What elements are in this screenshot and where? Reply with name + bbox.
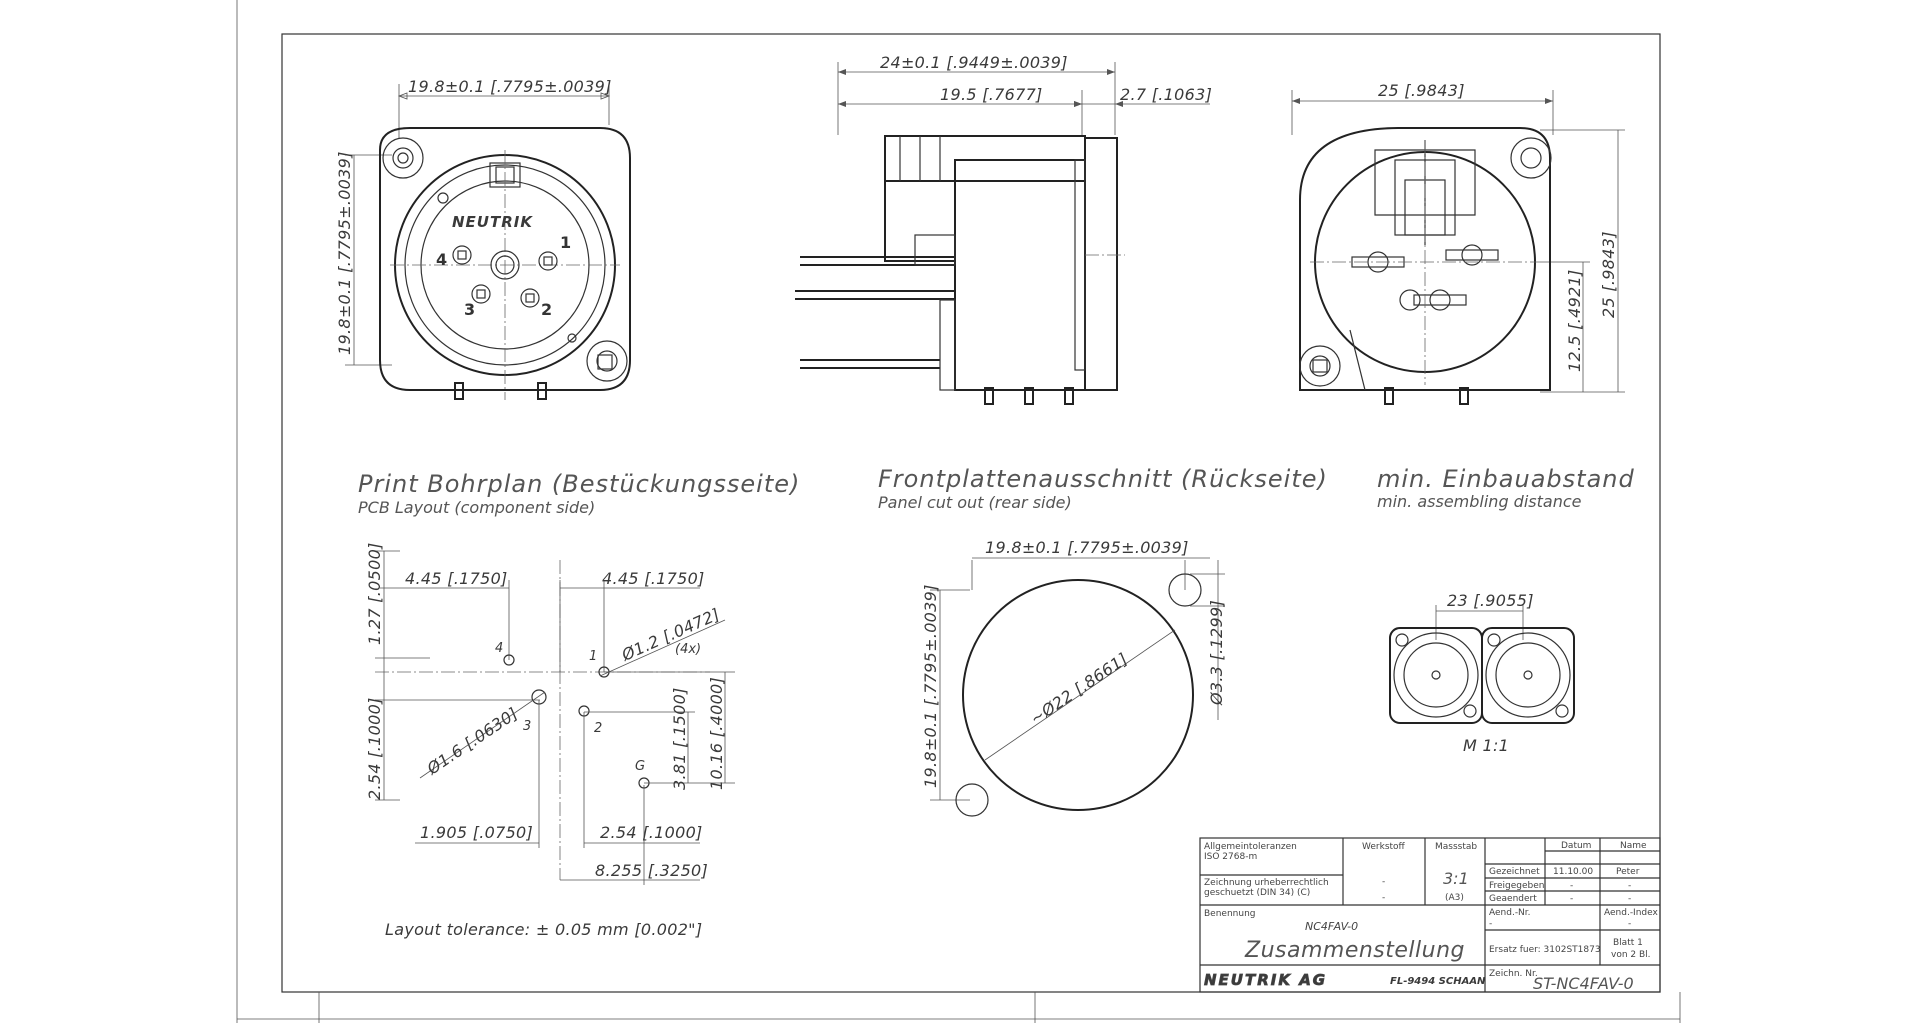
pin-label-1: 1 — [560, 233, 571, 252]
pcb-dim-d7: 10.16 [.4000] — [707, 677, 726, 790]
side-dim-body: 19.5 [.7677] — [940, 85, 1043, 104]
tb-row-name-1: Peter — [1616, 867, 1640, 877]
hole-label-2: 2 — [594, 721, 602, 736]
hole-label-g: G — [635, 759, 645, 774]
pcb-dim-d11: 8.255 [.3250] — [595, 861, 708, 880]
pin-label-3: 3 — [464, 300, 475, 319]
tb-row-label-1: Gezeichnet — [1489, 867, 1540, 877]
tb-designation-title: Zusammenstellung — [1244, 938, 1465, 963]
drawing-frame — [281, 33, 1661, 993]
tb-date-header: Datum — [1561, 841, 1591, 851]
pin-label-2: 2 — [541, 300, 552, 319]
side-view: 24±0.1 [.9449±.0039] 19.5 [.7677] 2.7 [.… — [795, 53, 1212, 405]
pcb-layout-view: 1.27 [.0500] 2.54 [.1000] 4.45 [.1750] 4… — [365, 542, 735, 939]
rear-dim-height: 25 [.9843] — [1599, 231, 1618, 318]
rear-view: 25 [.9843] 25 [.9843] 12.5 [.4921] — [1291, 81, 1625, 405]
tb-change-no-label: Aend.-Nr. — [1489, 908, 1531, 918]
side-dim-flange: 2.7 [.1063] — [1120, 85, 1212, 104]
pcb-dim-d3: 1.27 [.0500] — [365, 542, 384, 645]
min-distance-title: min. Einbauabstand — [1377, 465, 1635, 493]
hole-label-4: 4 — [495, 641, 503, 656]
tb-copyright-1: Zeichnung urheberrechtlich — [1204, 878, 1329, 888]
front-dim-height: 19.8±0.1 [.7795±.0039] — [335, 151, 354, 355]
tb-name-header: Name — [1620, 841, 1647, 851]
pin-label-4: 4 — [436, 250, 447, 269]
tb-row-label-2: Freigegeben — [1489, 881, 1545, 891]
tb-designation-value: NC4FAV-0 — [1305, 920, 1358, 933]
tb-scale-format: (A3) — [1445, 893, 1464, 903]
tb-row-name-2: - — [1628, 881, 1631, 891]
tb-designation-label: Benennung — [1204, 909, 1255, 919]
pcb-layout-title: Print Bohrplan (Bestückungsseite) — [358, 470, 800, 498]
tb-row-date-3: - — [1570, 894, 1573, 904]
side-dim-total: 24±0.1 [.9449±.0039] — [880, 53, 1068, 72]
tb-row-label-3: Geaendert — [1489, 894, 1537, 904]
panel-cutout-title: Frontplattenausschnitt (Rückseite) — [878, 465, 1328, 493]
tb-change-no-value: - — [1489, 919, 1492, 929]
tb-tolerances-value: ISO 2768-m — [1204, 852, 1257, 862]
rear-dim-width: 25 [.9843] — [1378, 81, 1465, 100]
front-dim-width: 19.8±0.1 [.7795±.0039] — [408, 77, 612, 96]
cutout-dim-diameter: ~Ø22 [.8661] — [1027, 649, 1132, 728]
min-distance-subtitle: min. assembling distance — [1377, 492, 1582, 511]
pcb-dim-d8: 3.81 [.1500] — [670, 687, 689, 790]
tb-row-date-2: - — [1570, 881, 1573, 891]
title-block: Allgemeintoleranzen ISO 2768-m Zeichnung… — [1199, 837, 1661, 993]
tb-replacement: Ersatz fuer: 3102ST1873 — [1489, 945, 1601, 955]
tb-sheet-2: von 2 Bl. — [1611, 950, 1651, 960]
hole-label-3: 3 — [523, 719, 531, 734]
front-view: 19.8±0.1 [.7795±.0039] 19.8±0.1 [.7795±.… — [335, 77, 631, 400]
pcb-dim-d1: 4.45 [.1750] — [405, 569, 508, 588]
tb-copyright-2: geschuetzt (DIN 34) (C) — [1204, 888, 1310, 898]
tb-drawing-no-value: ST-NC4FAV-0 — [1533, 974, 1634, 993]
tb-material-value: - — [1382, 877, 1385, 887]
tb-row-date-1: 11.10.00 — [1553, 867, 1593, 877]
pcb-layout-subtitle: PCB Layout (component side) — [358, 498, 595, 517]
pcb-dim-d2: 4.45 [.1750] — [602, 569, 705, 588]
tb-row-name-3: - — [1628, 894, 1631, 904]
pcb-dim-d4: 2.54 [.1000] — [365, 697, 384, 800]
tb-scale-label: Massstab — [1435, 842, 1477, 852]
tb-sheet-1: Blatt 1 — [1613, 938, 1643, 948]
min-distance-view: 23 [.9055] M 1:1 — [1389, 591, 1575, 755]
pcb-dim-d10: 2.54 [.1000] — [600, 823, 703, 842]
panel-cutout-subtitle: Panel cut out (rear side) — [878, 493, 1072, 512]
tb-material-value-2: - — [1382, 893, 1385, 903]
min-dim: 23 [.9055] — [1447, 591, 1534, 610]
rear-dim-half: 12.5 [.4921] — [1565, 269, 1584, 372]
pcb-tolerance-note: Layout tolerance: ± 0.05 mm [0.002"] — [385, 920, 702, 939]
tb-material-label: Werkstoff — [1362, 842, 1406, 852]
pcb-dim-d9: 1.905 [.0750] — [420, 823, 533, 842]
tb-tolerances-label: Allgemeintoleranzen — [1204, 842, 1297, 852]
tb-drawing-no-label: Zeichn. Nr. — [1489, 969, 1538, 979]
tb-change-index-label: Aend.-Index — [1604, 908, 1659, 918]
cutout-dim-hole: Ø3.3 [.1299] — [1207, 600, 1226, 706]
tb-location: FL-9494 SCHAAN — [1390, 976, 1486, 987]
cutout-dim-height: 19.8±0.1 [.7795±.0039] — [921, 584, 940, 788]
pcb-dim-d5: Ø1.2 [.0472] — [618, 605, 723, 665]
hole-label-1: 1 — [589, 649, 597, 664]
tb-change-index-value: - — [1628, 919, 1631, 929]
pcb-dim-d5-note: (4x) — [675, 642, 701, 657]
pcb-dim-d6: Ø1.6 [.0630] — [423, 704, 522, 779]
tb-scale-value: 3:1 — [1443, 869, 1469, 888]
cutout-dim-width: 19.8±0.1 [.7795±.0039] — [985, 538, 1189, 557]
tb-company-logo: NEUTRIK AG — [1204, 971, 1327, 989]
panel-cutout-view: 19.8±0.1 [.7795±.0039] 19.8±0.1 [.7795±.… — [921, 538, 1226, 817]
front-logo: NEUTRIK — [452, 213, 533, 231]
min-scale: M 1:1 — [1463, 736, 1509, 755]
